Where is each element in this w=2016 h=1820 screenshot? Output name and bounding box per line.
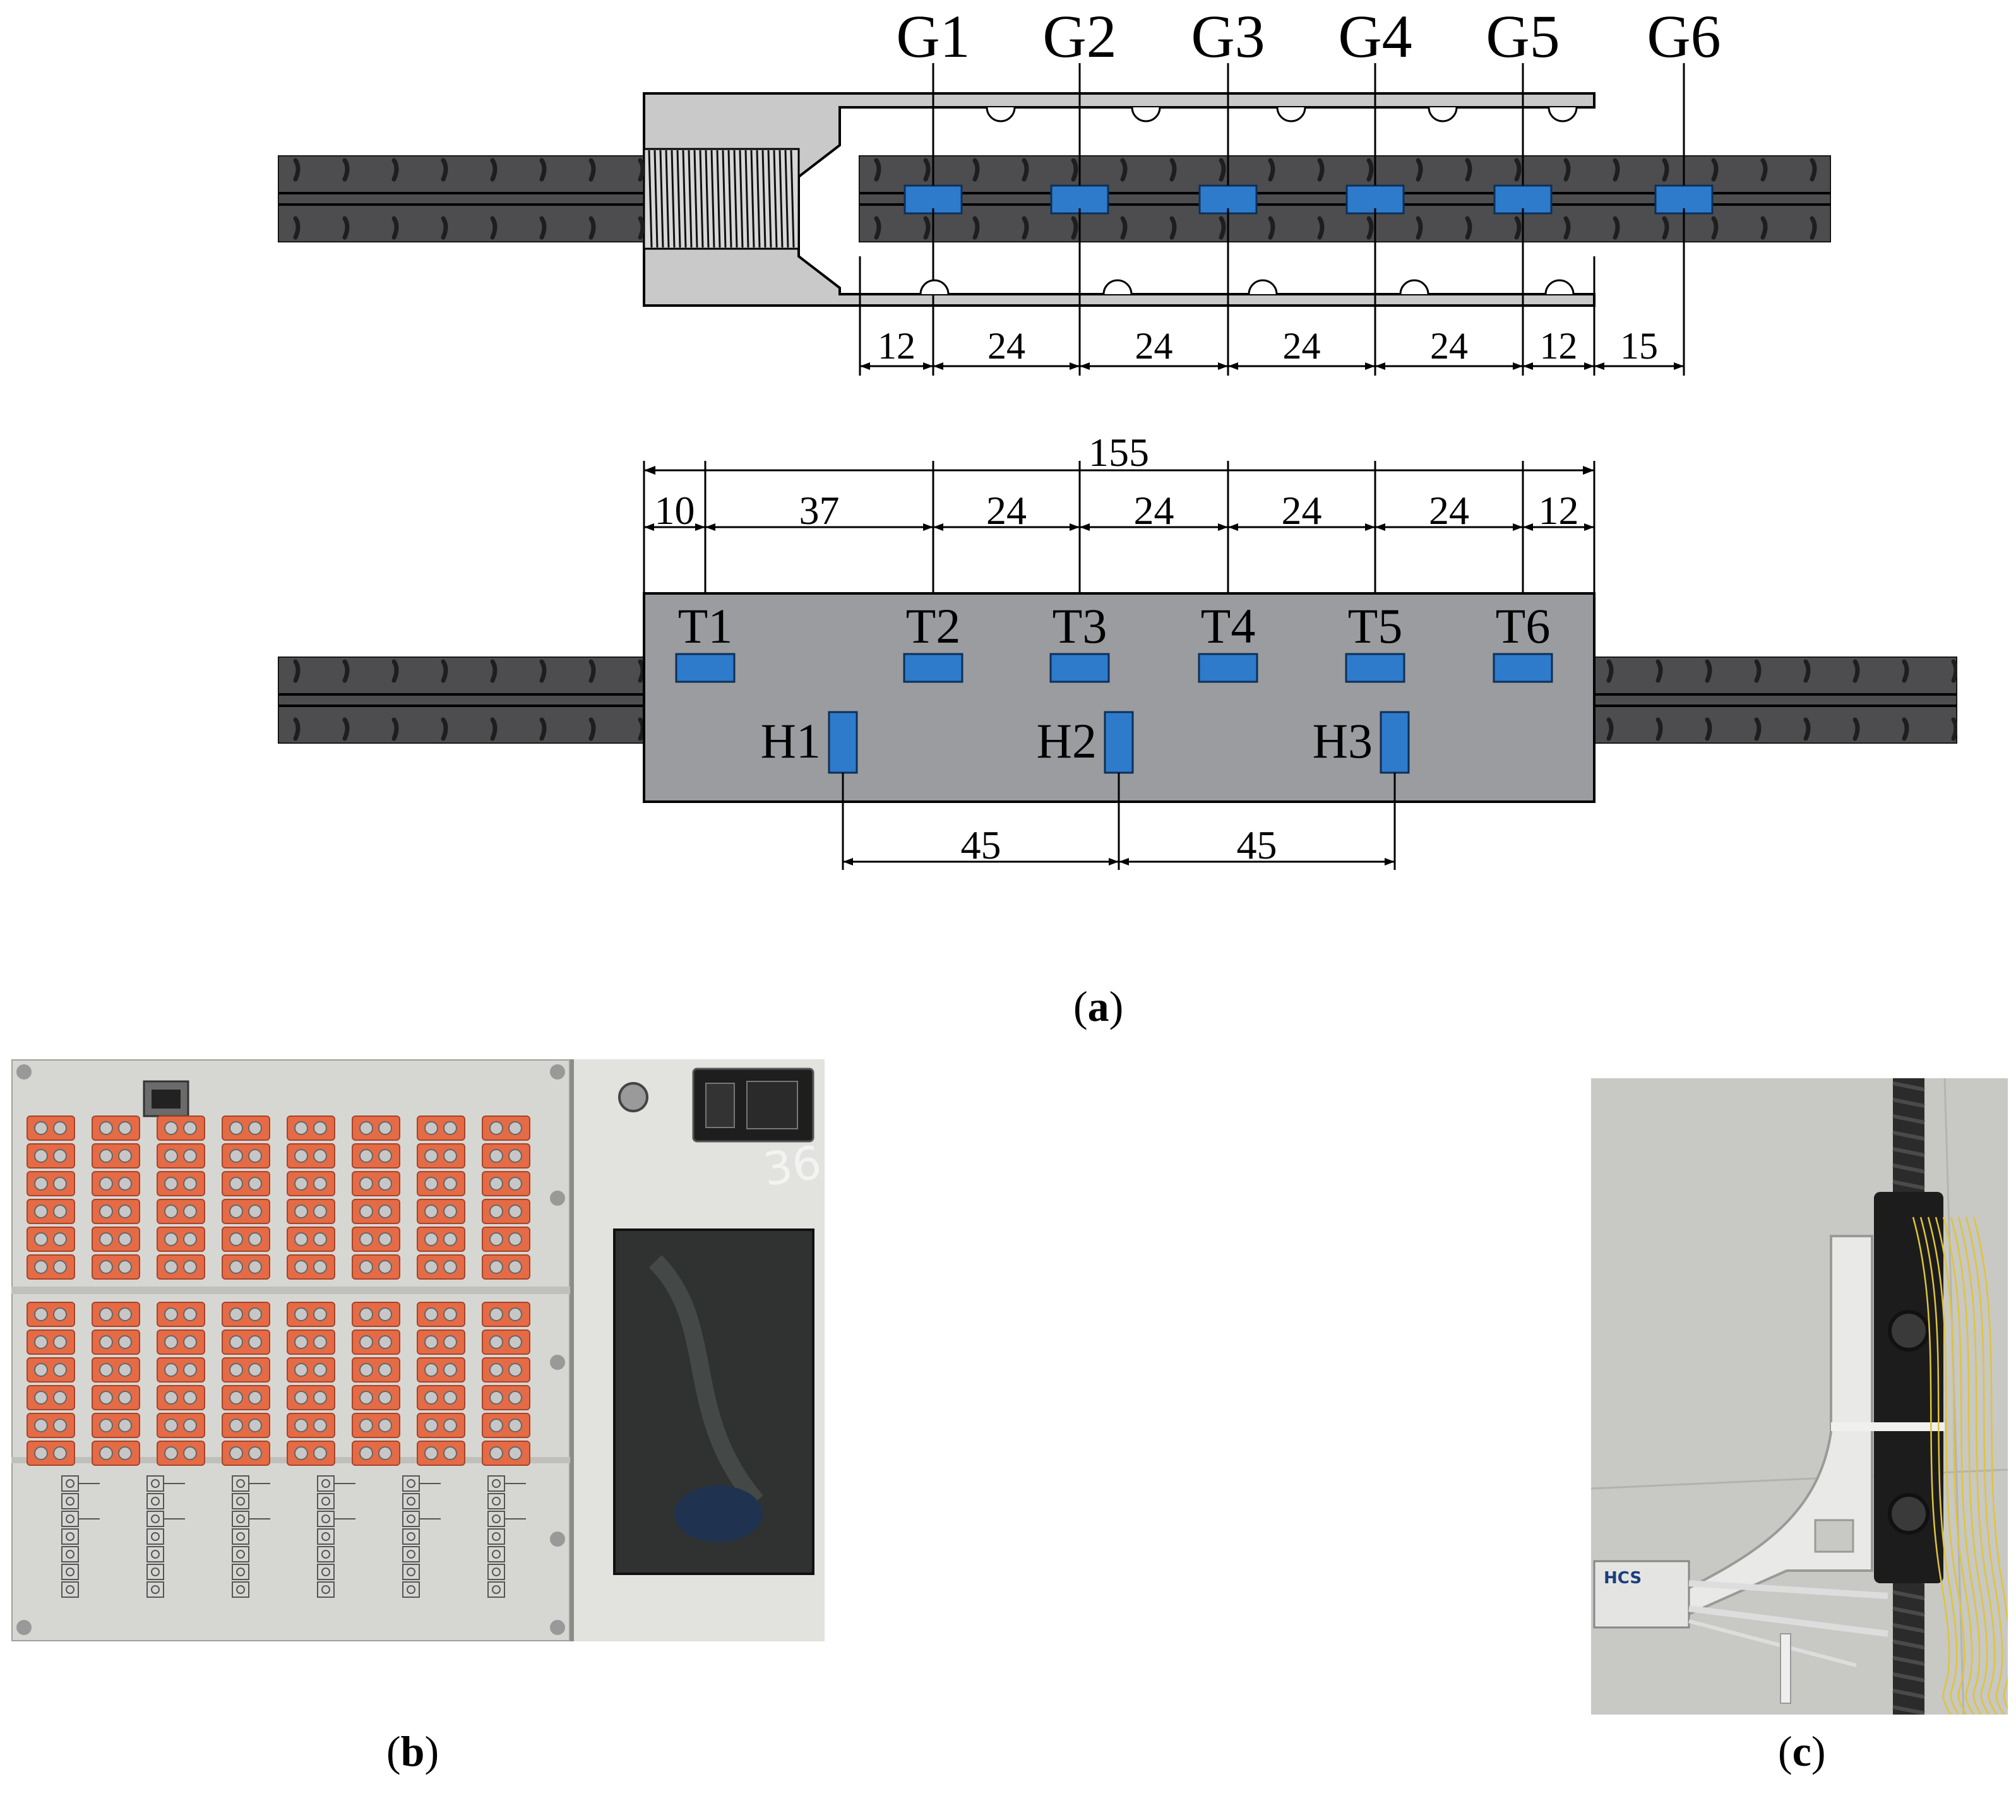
wiring-legend-diagrams	[61, 1475, 526, 1598]
dim-top-5: 12	[1540, 325, 1578, 367]
label-t3: T3	[1053, 598, 1107, 653]
label-g2: G2	[1042, 3, 1116, 70]
label-t1: T1	[678, 598, 733, 653]
dim-bottom-5: 24	[1429, 488, 1469, 533]
label-g4: G4	[1338, 3, 1412, 70]
gauge-t4	[1198, 653, 1258, 683]
sleeve-thread	[643, 148, 800, 250]
label-g1: G1	[896, 3, 970, 70]
panel-mark: 36	[760, 1136, 825, 1196]
panel-b-photo: 36	[11, 1059, 825, 1641]
label-g3: G3	[1191, 3, 1265, 70]
label-h1: H1	[761, 713, 821, 768]
dim-bottom-0: 10	[655, 488, 695, 533]
acquisition-instrument-illustration: 36	[11, 1059, 825, 1641]
dim-bottom-2: 24	[986, 488, 1027, 533]
dim-overall: 155	[1089, 430, 1149, 475]
gauge-h1	[828, 711, 858, 774]
sleeve-strain-gauges: T1 T2 T3 T4 T5 T6	[675, 598, 1553, 683]
dim-hoop-0: 45	[961, 823, 1001, 867]
dim-top-6: 15	[1620, 325, 1658, 367]
label-g5: G5	[1486, 3, 1560, 70]
bottom-right-rebar	[1591, 657, 1957, 744]
panel-b-caption: (b)	[386, 1727, 439, 1775]
gauge-h3	[1380, 711, 1410, 774]
gauge-g5	[1493, 184, 1553, 215]
rebar-transducer-illustration: HCS	[1591, 1078, 2008, 1715]
label-h3: H3	[1313, 713, 1373, 768]
dim-hoop-1: 45	[1237, 823, 1277, 867]
panel-a-diagram: G1 G2 G3 G4 G5 G6 12 24 24 24 24 12 15 T1 T2 T3 T4 T5 T6…	[278, 3, 1957, 870]
dim-bottom-4: 24	[1282, 488, 1322, 533]
dim-top-0: 12	[878, 325, 916, 367]
panel-c-caption: (c)	[1778, 1727, 1826, 1775]
gauge-t5	[1345, 653, 1405, 683]
rebar-strain-gauges: G1 G2 G3 G4 G5 G6	[896, 3, 1721, 215]
top-left-rebar	[278, 155, 644, 242]
gauge-t1	[675, 653, 736, 683]
label-t4: T4	[1201, 598, 1256, 653]
terminal-blocks-top	[27, 1115, 530, 1280]
terminal-blocks-bottom	[27, 1302, 530, 1466]
top-dimension-chain: 12 24 24 24 24 12 15	[859, 208, 1685, 376]
dim-bottom-6: 12	[1539, 488, 1579, 533]
label-t6: T6	[1496, 598, 1551, 653]
bottom-dimension-chain: 155 10 37 24 24 24 24 12	[643, 430, 1596, 593]
label-h2: H2	[1037, 713, 1097, 768]
dim-top-1: 24	[987, 325, 1025, 367]
gauge-h2	[1104, 711, 1134, 774]
label-g6: G6	[1647, 3, 1721, 70]
dim-top-3: 24	[1283, 325, 1321, 367]
bottom-left-rebar	[278, 657, 644, 744]
label-t2: T2	[906, 598, 961, 653]
label-t5: T5	[1348, 598, 1403, 653]
gauge-t6	[1493, 653, 1553, 683]
dim-top-4: 24	[1430, 325, 1468, 367]
hoop-strain-gauges: H1 H2 H3 45 45	[761, 711, 1410, 870]
panel-a-caption: (a)	[1073, 982, 1124, 1030]
gauge-t2	[903, 653, 963, 683]
dim-top-2: 24	[1135, 325, 1173, 367]
gauge-lead-wires	[1912, 1216, 2008, 1715]
gauge-t3	[1049, 653, 1110, 683]
panel-c-photo: HCS	[1591, 1078, 2008, 1715]
dim-bottom-3: 24	[1134, 488, 1174, 533]
dim-bottom-1: 37	[799, 488, 840, 533]
brand-mark: HCS	[1604, 1569, 1642, 1588]
